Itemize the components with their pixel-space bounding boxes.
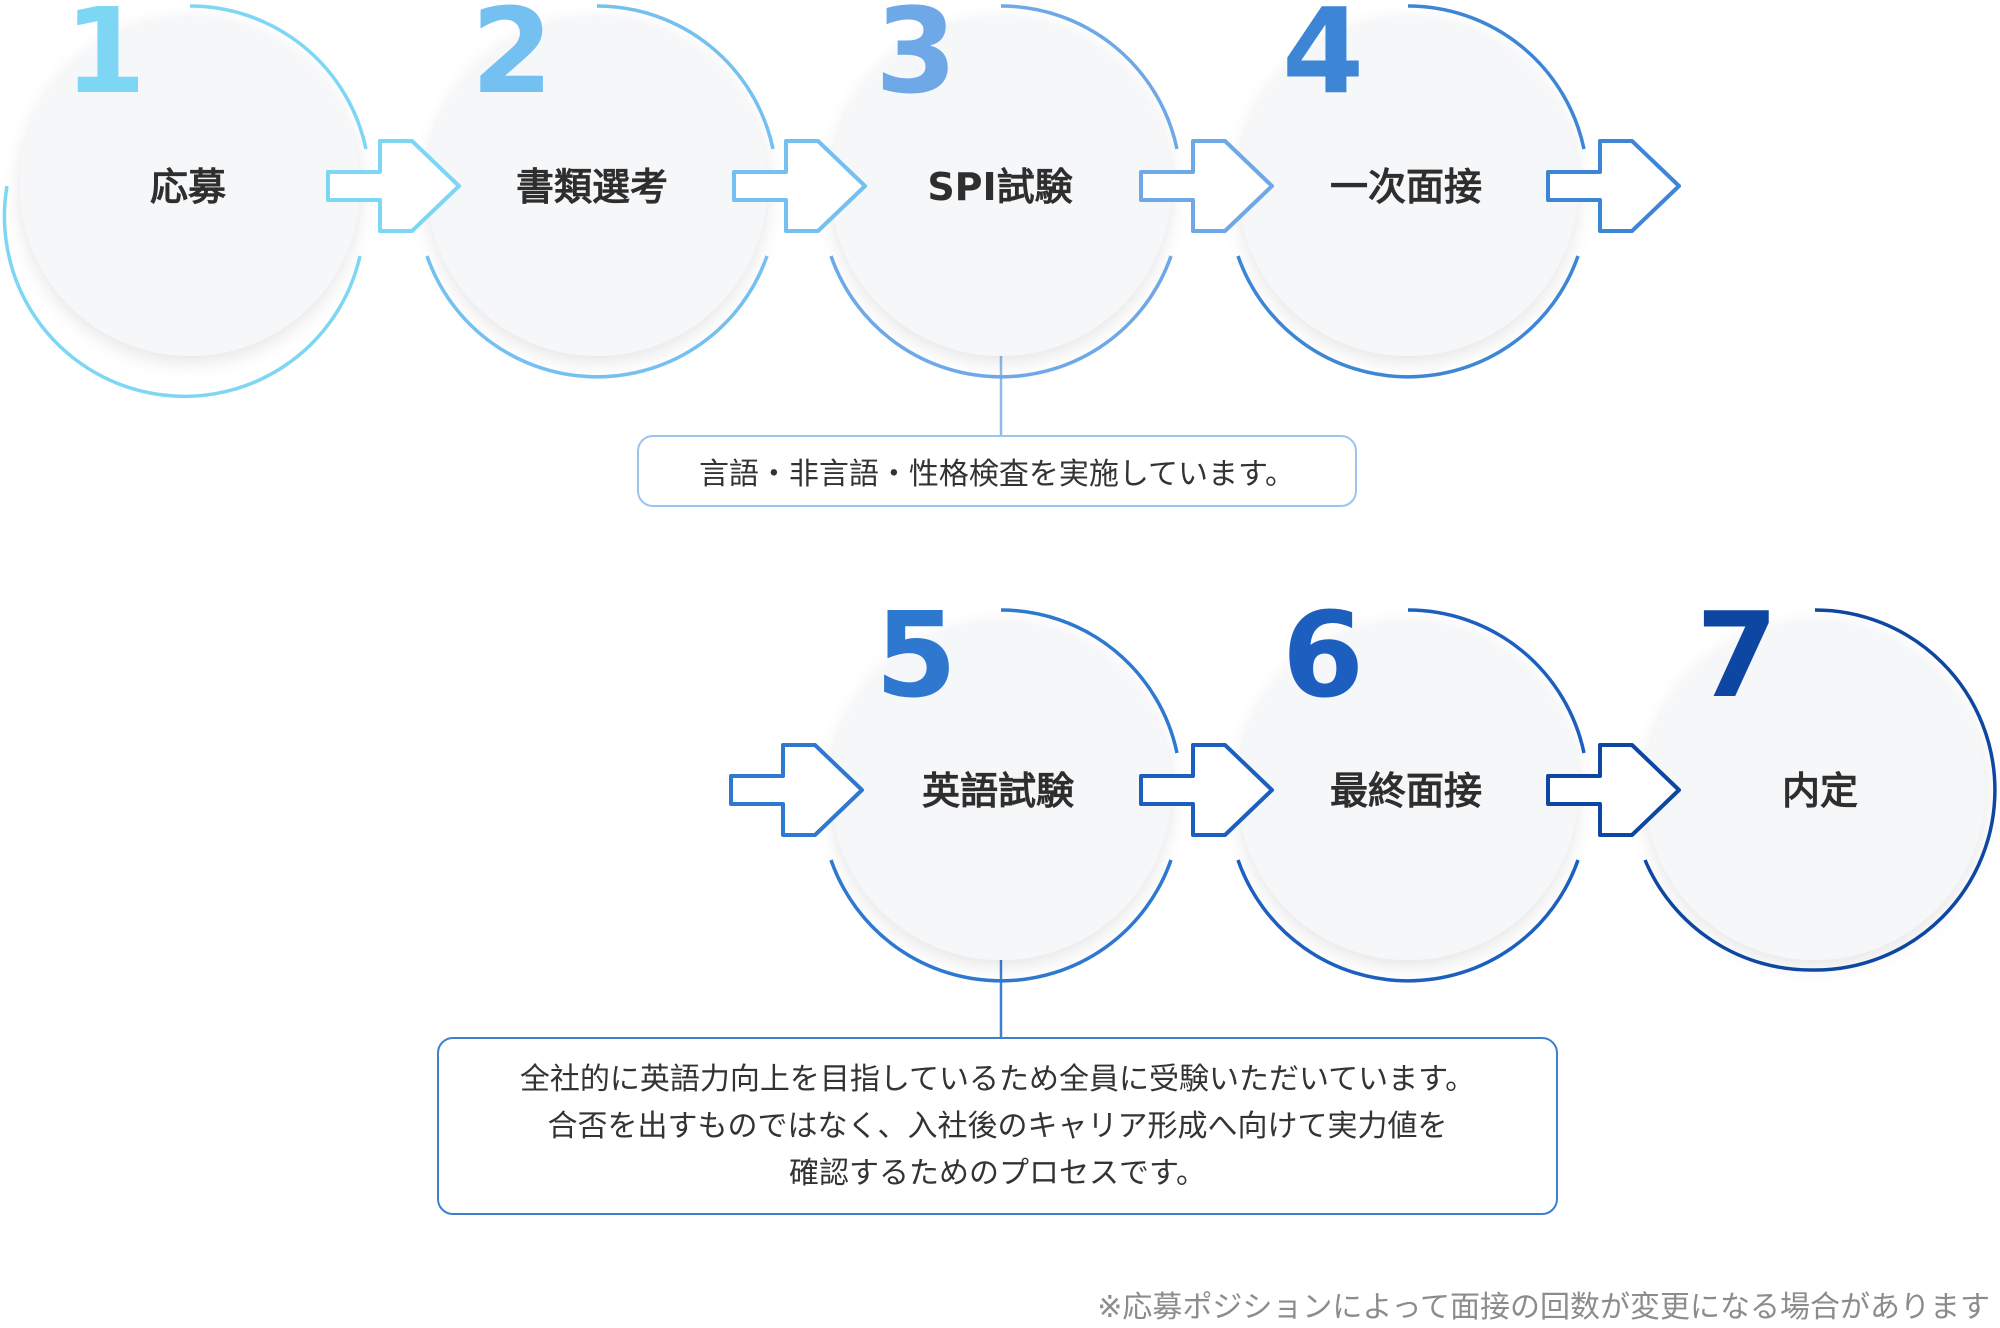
step-7: 7 内定 (1643, 586, 1997, 972)
step-1-label: 応募 (150, 165, 227, 209)
english-note-line-3: 確認するためのプロセスです。 (789, 1155, 1206, 1191)
english-note-line-1: 全社的に英語力向上を目指しているため全員に受験いただいています。 (519, 1061, 1476, 1097)
arrow-right-icon (1139, 743, 1274, 837)
arrow-right-icon (1546, 139, 1681, 233)
step-6-number: 6 (1282, 586, 1364, 724)
step-5: 5 英語試験 (829, 586, 1179, 983)
step-6-label: 最終面接 (1330, 769, 1482, 813)
step-3-label: SPI試験 (927, 165, 1073, 209)
english-note: 全社的に英語力向上を目指しているため全員に受験いただいています。 合否を出すもの… (437, 1037, 1558, 1215)
step-4-label: 一次面接 (1330, 165, 1482, 209)
step-5-number: 5 (875, 586, 957, 724)
arrow-right-icon (729, 743, 864, 837)
step-2: 2 書類選考 (425, 0, 775, 379)
spi-note-text: 言語・非言語・性格検査を実施しています。 (698, 457, 1296, 492)
step-4: 4 一次面接 (1236, 0, 1586, 379)
step-2-label: 書類選考 (516, 165, 668, 209)
step-6: 6 最終面接 (1236, 586, 1586, 983)
spi-note: 言語・非言語・性格検査を実施しています。 (637, 435, 1357, 507)
step-4-number: 4 (1282, 0, 1364, 120)
step-3-number: 3 (875, 0, 957, 120)
step-3: 3 SPI試験 (829, 0, 1179, 379)
step-1-number: 1 (64, 0, 146, 120)
step-7-label: 内定 (1782, 769, 1858, 813)
step-5-label: 英語試験 (922, 769, 1075, 813)
arrow-right-icon (732, 139, 867, 233)
footnote: ※応募ポジションによって面接の回数が変更になる場合があります (1097, 1290, 1990, 1325)
step-2-number: 2 (471, 0, 553, 120)
arrow-right-icon (1546, 743, 1681, 837)
step-7-number: 7 (1696, 586, 1778, 724)
step-1: 1 応募 (2, 0, 368, 399)
arrow-right-icon (326, 139, 461, 233)
arrow-right-icon (1139, 139, 1274, 233)
english-note-line-2: 合否を出すものではなく、入社後のキャリア形成へ向けて実力値を (547, 1108, 1448, 1144)
